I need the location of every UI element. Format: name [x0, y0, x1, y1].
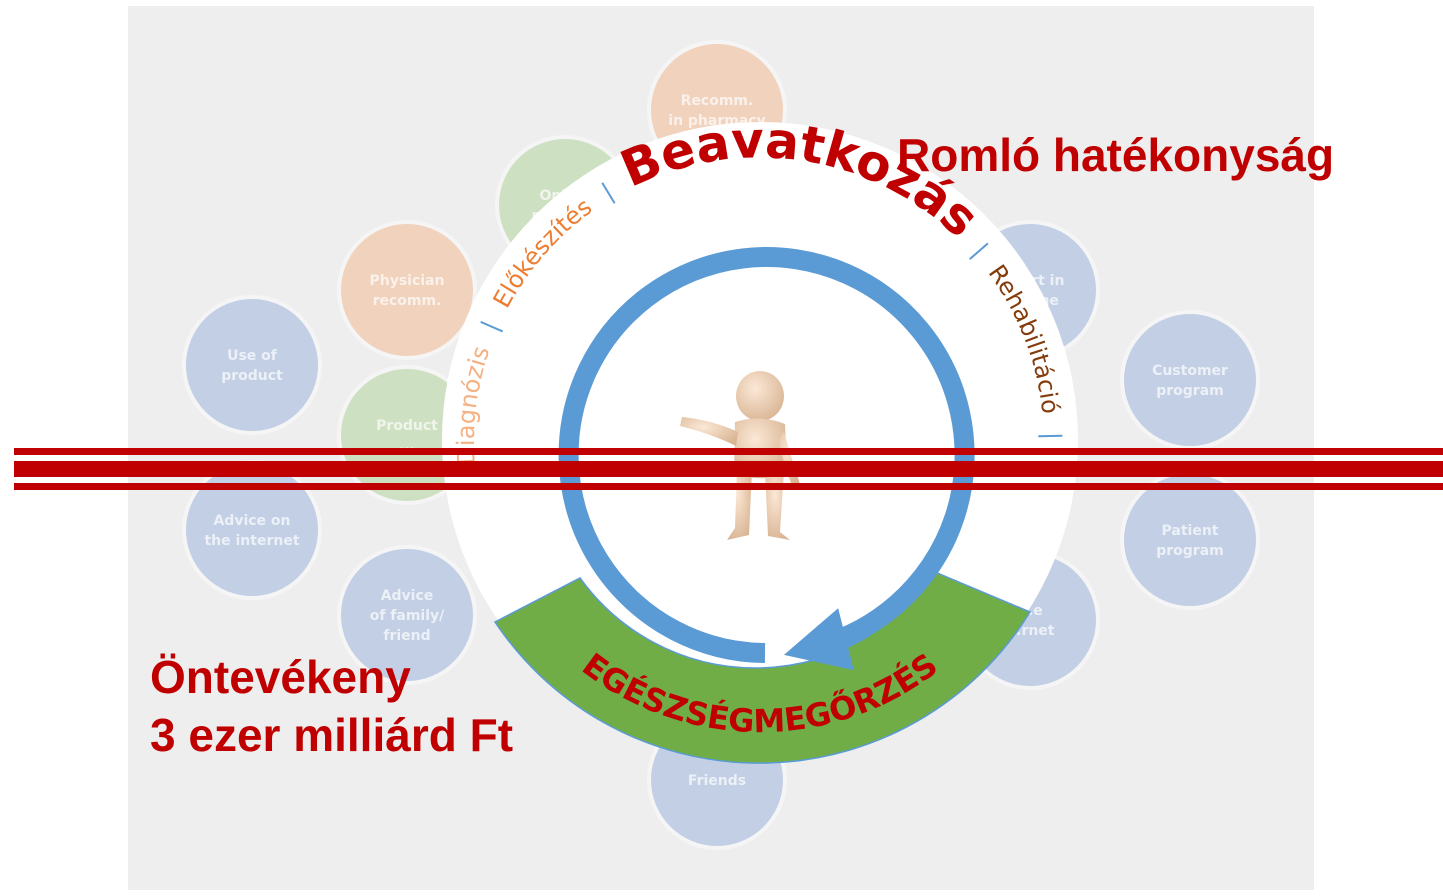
strike-bars — [14, 448, 1443, 490]
background-bubble: Use of product — [182, 295, 322, 435]
background-bubble-label: Recomm. — [681, 93, 754, 109]
base-band — [493, 571, 1032, 764]
callout-ontevekeny: Öntevékeny 3 ezer milliárd Ft — [150, 648, 513, 764]
background-bubble-label: Product — [376, 418, 438, 434]
background-bubble-label: Customer — [1152, 363, 1228, 379]
callout-left-line1: Öntevékeny — [150, 651, 411, 703]
background-bubble-label: recomm. — [373, 293, 442, 309]
background-bubble-label: program — [1156, 383, 1224, 399]
background-bubble-label: the internet — [204, 533, 299, 549]
stage-separator: | — [1038, 432, 1066, 441]
background-bubble-label: product — [221, 368, 283, 384]
background-bubble-label: Friends — [688, 773, 746, 789]
cycle-arrow — [558, 247, 975, 671]
background-bubble: Patient program — [1120, 470, 1260, 610]
background-bubble: Advice on the internet — [182, 460, 322, 600]
background-bubble-label: of family/ — [370, 608, 445, 624]
background-bubble: Physician recomm. — [337, 220, 477, 360]
background-bubble: Advice of family/friend — [337, 545, 477, 685]
background-bubble-label: Advice on — [213, 513, 290, 529]
background-bubble-label: Advice — [381, 588, 434, 604]
background-bubble: Customer program — [1120, 310, 1260, 450]
background-bubble-label: Patient — [1162, 523, 1219, 539]
callout-romlo-hatekonysag: Romló hatékonyság — [897, 129, 1335, 181]
background-bubble-label: Use of — [227, 348, 278, 364]
background-bubble-label: program — [1156, 543, 1224, 559]
background-bubble-label: friend — [383, 628, 430, 644]
background-bubble-label: Physician — [370, 273, 445, 289]
callout-left-line2: 3 ezer milliárd Ft — [150, 709, 514, 761]
